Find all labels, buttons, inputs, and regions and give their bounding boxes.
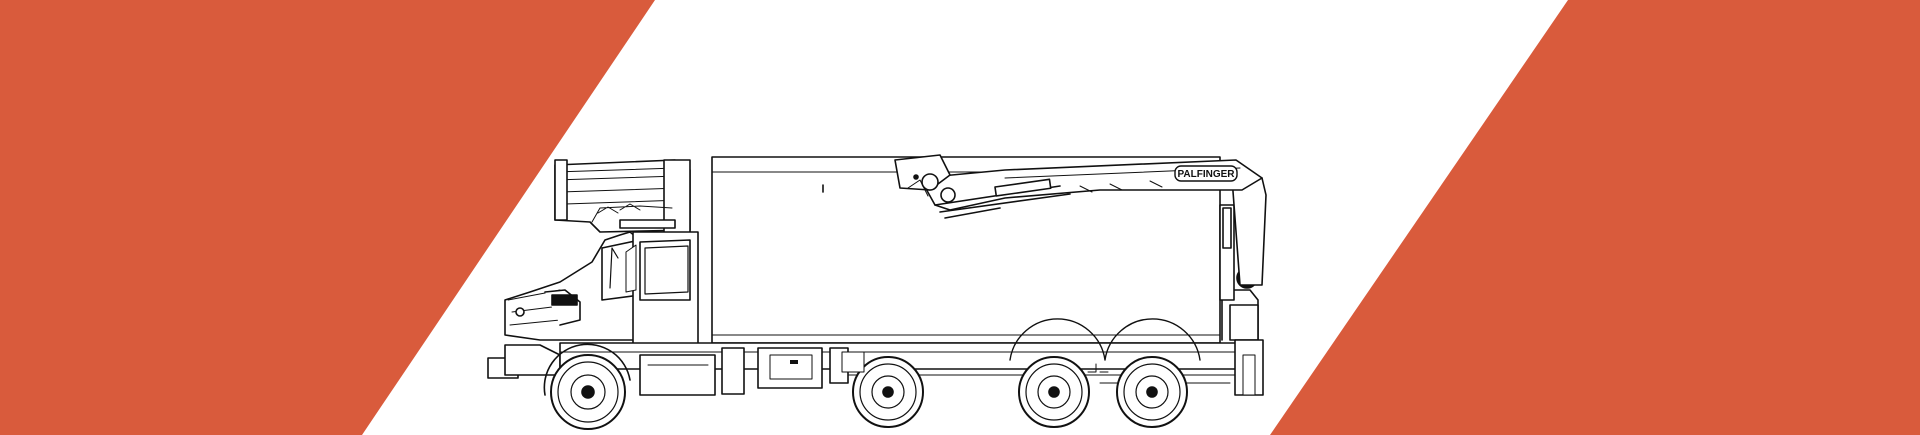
right-band-shape bbox=[1270, 0, 1920, 435]
fuel-tank bbox=[640, 355, 715, 395]
folded-front-crane bbox=[555, 160, 690, 235]
rear-wheel-3 bbox=[1010, 319, 1200, 427]
rear-wheel-1 bbox=[842, 352, 923, 427]
rear-wheel-2 bbox=[1019, 357, 1089, 427]
front-wheel bbox=[544, 344, 630, 429]
truck-cab bbox=[488, 232, 698, 378]
left-band-shape bbox=[0, 0, 655, 435]
crane-brand-plate bbox=[1175, 166, 1237, 181]
crane-brand-text: PALFINGER bbox=[1177, 169, 1235, 180]
knuckle-boom-crane: PALFINGER bbox=[895, 155, 1266, 340]
